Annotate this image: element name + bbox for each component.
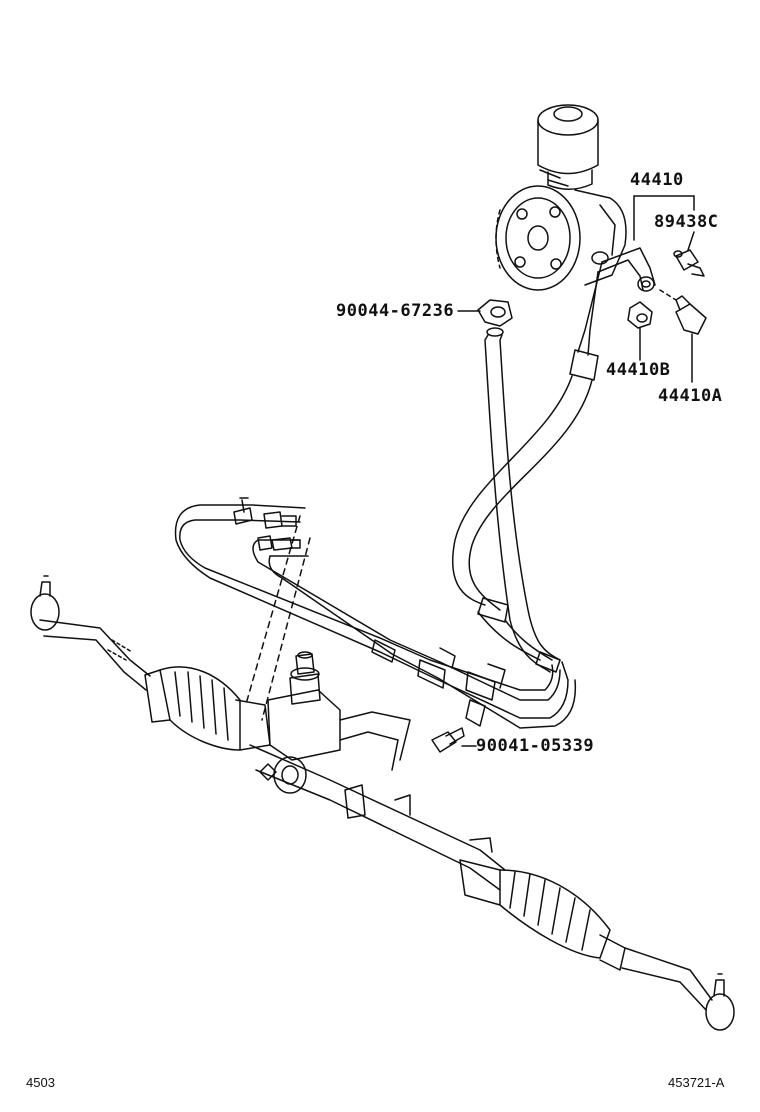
pressure-hose [452, 247, 656, 661]
callout-90041-05339[interactable]: 90041-05339 [476, 736, 595, 756]
hose-clamp [477, 299, 513, 327]
footer-section-code: 4503 [26, 1075, 55, 1090]
steering-rack [30, 575, 735, 1031]
callout-44410[interactable]: 44410 [630, 170, 684, 190]
gasket-44410b [627, 276, 655, 329]
footer-illustration-code: 453721-A [668, 1075, 725, 1090]
steering-lines [174, 504, 577, 729]
return-hose [484, 327, 561, 673]
union-bolt-89438c [673, 249, 705, 277]
power-steering-pump [495, 104, 627, 291]
callout-44410a[interactable]: 44410A [658, 386, 723, 406]
leader-lines-upper [457, 195, 695, 383]
line-clamps [371, 639, 561, 727]
bolt-90041 [431, 727, 477, 753]
callout-89438c[interactable]: 89438C [654, 212, 719, 232]
callout-90044-67236[interactable]: 90044-67236 [336, 301, 455, 321]
callout-44410b[interactable]: 44410B [606, 360, 671, 380]
line-fittings [233, 497, 301, 551]
union-bolt-44410a [675, 295, 707, 335]
assembly-dashed-lines [245, 515, 311, 721]
